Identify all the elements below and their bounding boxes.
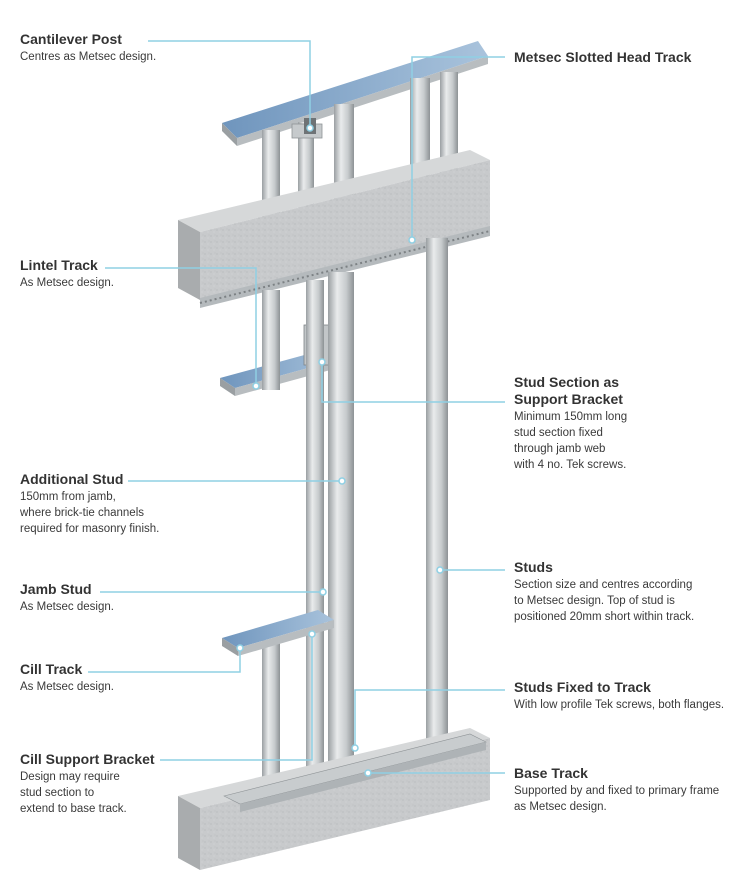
leader-lintel-track	[105, 267, 257, 386]
label-studs-fixed-desc: With low profile Tek screws, both flange…	[514, 699, 725, 711]
label-jamb-stud-desc: As Metsec design.	[20, 601, 114, 613]
label-stud-section: Stud Section as Support Bracket Minimum …	[514, 374, 627, 473]
label-studs: Studs Section size and centres according…	[514, 559, 694, 625]
label-base-track: Base Track Supported by and fixed to pri…	[514, 765, 719, 815]
label-lintel-track-title: Lintel Track	[20, 257, 98, 273]
label-base-track-title: Base Track	[514, 765, 588, 781]
label-jamb-stud: Jamb Stud As Metsec design.	[20, 581, 114, 615]
label-stud-section-desc: Minimum 150mm long stud section fixed th…	[514, 411, 628, 471]
label-cill-support-bracket-title: Cill Support Bracket	[20, 751, 155, 767]
cill-track	[222, 610, 334, 656]
label-cantilever-post-desc: Centres as Metsec design.	[20, 51, 157, 63]
label-studs-fixed-title: Studs Fixed to Track	[514, 679, 651, 695]
leader-slotted-head-track	[411, 56, 505, 240]
label-cantilever-post: Cantilever Post Centres as Metsec design…	[20, 31, 156, 65]
label-cill-track-desc: As Metsec design.	[20, 681, 114, 693]
leader-cill-track	[88, 648, 241, 673]
label-studs-desc: Section size and centres according to Me…	[514, 579, 695, 623]
label-slotted-head-track: Metsec Slotted Head Track	[514, 49, 691, 66]
leader-stud-section	[321, 362, 505, 403]
label-additional-stud-title: Additional Stud	[20, 471, 124, 487]
leader-cill-support	[160, 634, 313, 761]
label-lintel-track: Lintel Track As Metsec design.	[20, 257, 114, 291]
leader-cantilever-post	[148, 40, 311, 128]
label-stud-section-title: Stud Section as Support Bracket	[514, 374, 623, 407]
label-cill-track-title: Cill Track	[20, 661, 83, 677]
label-studs-title: Studs	[514, 559, 553, 575]
label-lintel-track-desc: As Metsec design.	[20, 277, 114, 289]
leader-dots	[236, 124, 444, 777]
label-cill-support-bracket-desc: Design may require stud section to exten…	[20, 771, 127, 815]
base-track	[223, 733, 487, 812]
label-additional-stud: Additional Stud 150mm from jamb, where b…	[20, 471, 159, 537]
label-additional-stud-desc: 150mm from jamb, where brick-tie channel…	[20, 491, 160, 535]
leader-studs-fixed	[354, 689, 505, 748]
label-studs-fixed: Studs Fixed to Track With low profile Te…	[514, 679, 724, 713]
label-cill-support-bracket: Cill Support Bracket Design may require …	[20, 751, 155, 817]
label-cill-track: Cill Track As Metsec design.	[20, 661, 114, 695]
leader-lines	[88, 40, 505, 774]
label-base-track-desc: Supported by and fixed to primary frame …	[514, 785, 720, 813]
label-jamb-stud-title: Jamb Stud	[20, 581, 92, 597]
label-cantilever-post-title: Cantilever Post	[20, 31, 122, 47]
label-slotted-head-track-title: Metsec Slotted Head Track	[514, 49, 692, 65]
